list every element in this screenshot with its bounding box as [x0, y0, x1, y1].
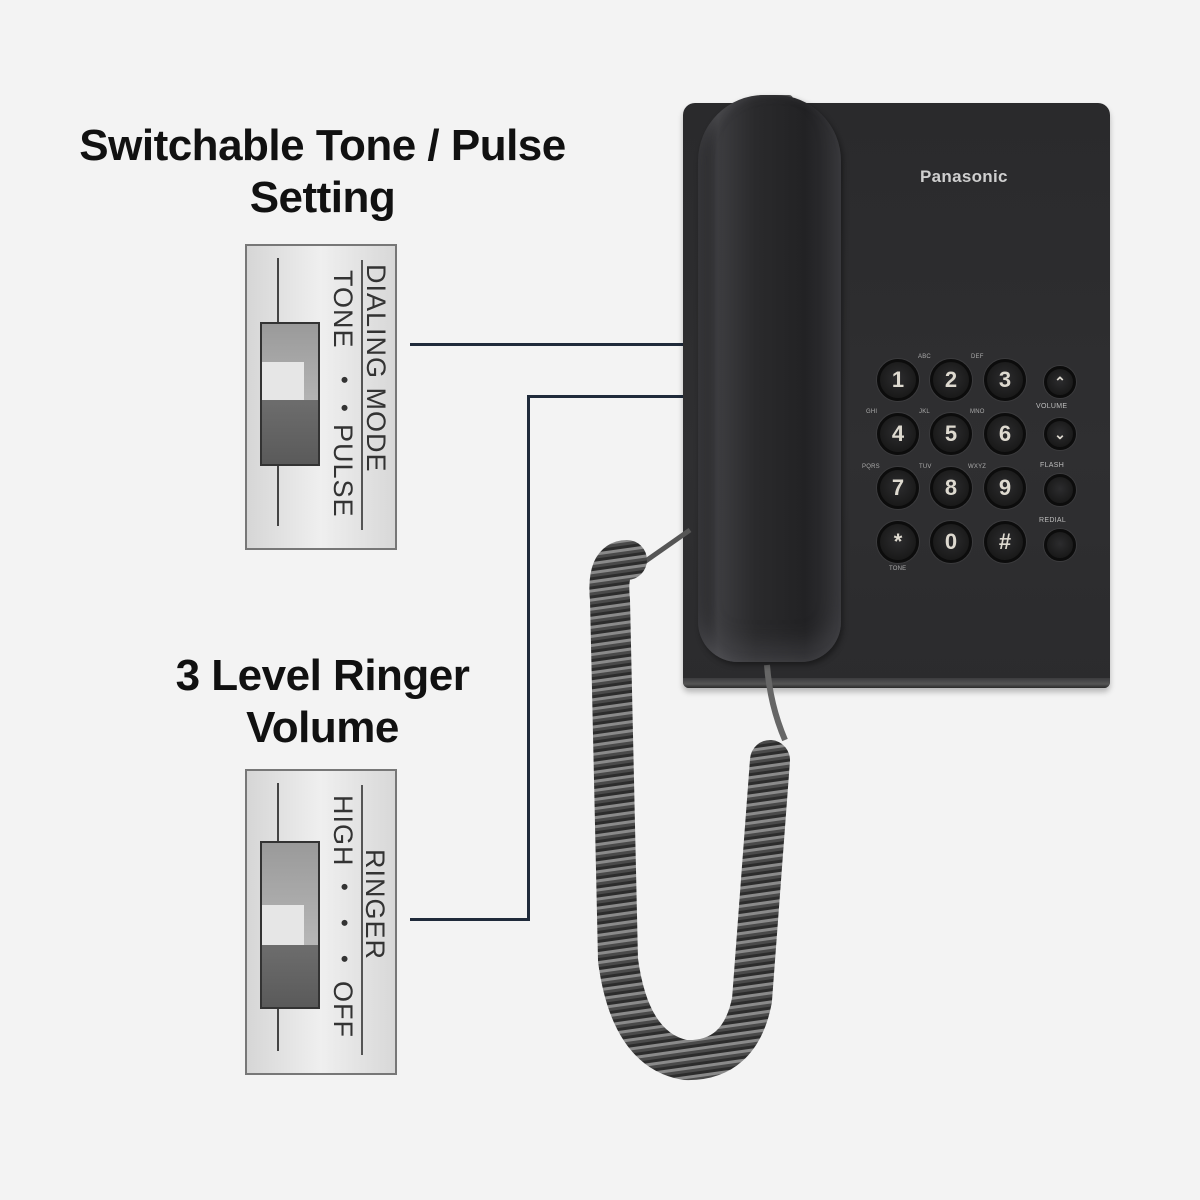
redial-label: REDIAL [1039, 517, 1067, 524]
key-4[interactable]: 4 [877, 413, 919, 455]
legend-divider [361, 785, 363, 1055]
dialing-title-line1: Switchable Tone / Pulse [79, 121, 566, 170]
key-1[interactable]: 1 [877, 359, 919, 401]
ringer-option-high: HIGH [328, 795, 358, 867]
ringer-connector-horizontal-top [527, 395, 685, 398]
dialing-switch-header: DIALING MODE [361, 264, 391, 473]
ringer-connector-vertical [527, 395, 530, 921]
dialing-option-tone: TONE [328, 270, 358, 349]
flash-button[interactable] [1044, 474, 1076, 506]
dialing-mode-switch[interactable]: DIALING MODE TONE • • PULSE [245, 244, 397, 550]
key-9-letters: WXYZ [968, 464, 987, 470]
ringer-switch-header: RINGER [360, 849, 390, 961]
key-5[interactable]: 5 [930, 413, 972, 455]
flash-label: FLASH [1040, 462, 1065, 469]
key-hash[interactable]: # [984, 521, 1026, 563]
dialing-feature-title: Switchable Tone / Pulse Setting [60, 120, 585, 224]
key-star[interactable]: * [877, 521, 919, 563]
ringer-title-line2: Volume [246, 703, 399, 752]
legend-divider [361, 260, 363, 530]
key-2[interactable]: 2 [930, 359, 972, 401]
dialing-option-pulse: PULSE [328, 424, 358, 518]
key-7-letters: PQRS [862, 464, 880, 470]
key-8[interactable]: 8 [930, 467, 972, 509]
chevron-down-icon: ⌄ [1054, 425, 1066, 442]
brand-logo: Panasonic [920, 167, 1008, 186]
key-6-letters: MNO [970, 409, 985, 415]
dialing-separator-2: • [332, 404, 357, 413]
key-7[interactable]: 7 [877, 467, 919, 509]
dialing-connector-line [410, 343, 685, 346]
dialing-separator: • [332, 376, 357, 385]
key-9[interactable]: 9 [984, 467, 1026, 509]
volume-down-button[interactable]: ⌄ [1044, 418, 1076, 450]
ringer-connector-horizontal-bottom [410, 918, 530, 921]
knob-lower [262, 400, 318, 464]
chevron-up-icon: ⌃ [1054, 373, 1066, 390]
volume-up-button[interactable]: ⌃ [1044, 366, 1076, 398]
ringer-dot-1: • [332, 883, 357, 892]
key-6[interactable]: 6 [984, 413, 1026, 455]
ringer-option-off: OFF [328, 981, 358, 1038]
volume-label: VOLUME [1036, 403, 1068, 410]
ringer-feature-title: 3 Level Ringer Volume [150, 650, 495, 754]
ringer-dot-3: • [332, 955, 357, 964]
key-4-letters: GHI [866, 409, 878, 415]
handset[interactable] [698, 95, 841, 662]
ringer-dot-2: • [332, 919, 357, 928]
key-0[interactable]: 0 [930, 521, 972, 563]
key-5-letters: JKL [919, 409, 930, 415]
key-2-letters: ABC [918, 354, 931, 360]
ringer-volume-switch[interactable]: RINGER HIGH • • • OFF [245, 769, 397, 1075]
ringer-title-line1: 3 Level Ringer [175, 651, 470, 700]
knob-grip [262, 905, 304, 947]
ringer-switch-knob[interactable] [260, 841, 320, 1009]
knob-grip [262, 362, 304, 402]
key-3[interactable]: 3 [984, 359, 1026, 401]
key-star-label: TONE [889, 566, 907, 572]
knob-lower [262, 945, 318, 1007]
redial-button[interactable] [1044, 529, 1076, 561]
key-8-letters: TUV [919, 464, 932, 470]
key-3-letters: DEF [971, 354, 984, 360]
dialing-title-line2: Setting [249, 173, 396, 222]
dialing-switch-knob[interactable] [260, 322, 320, 466]
